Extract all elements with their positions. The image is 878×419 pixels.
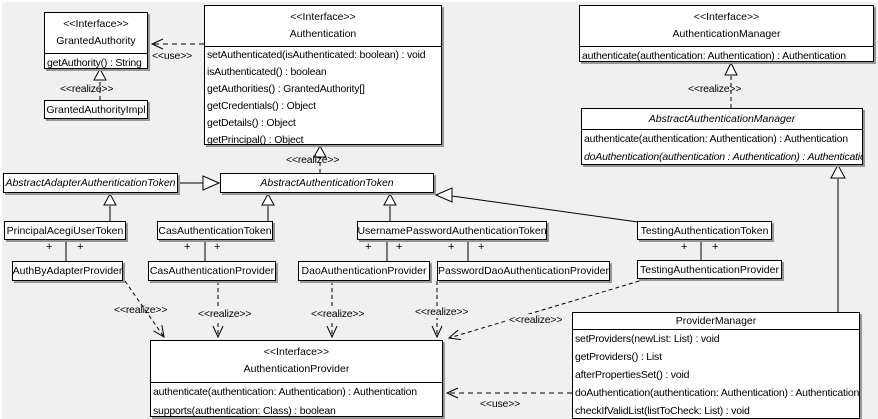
class-name: AuthenticationProvider	[243, 363, 350, 375]
association-end-mark: +	[184, 241, 191, 253]
class-auth-by-adapter-provider[interactable]: AuthByAdapterProvider	[12, 261, 123, 281]
class-granted-authority-impl[interactable]: GrantedAuthorityImpl	[44, 100, 148, 119]
realize-edge-authbyadapterprovider	[124, 280, 165, 338]
class-testing-authentication-token[interactable]: TestingAuthenticationToken	[637, 221, 772, 240]
generalization-abstractadapterauthenticationtoken	[178, 175, 221, 191]
method-label: doAuthentication(authentication : Authen…	[584, 151, 862, 163]
method-label: setAuthenticated(isAuthenticated: boolea…	[207, 49, 426, 61]
association-end-mark: +	[365, 241, 372, 253]
method-label: getPrincipal() : Object	[207, 134, 304, 146]
class-testing-authentication-provider[interactable]: TestingAuthenticationProvider	[637, 260, 782, 279]
class-authentication-manager[interactable]: <<Interface>> AuthenticationManager auth…	[579, 5, 874, 62]
class-username-password-authentication-token[interactable]: UsernamePasswordAuthenticationToken	[357, 221, 547, 240]
class-principal-acegi-user-token[interactable]: PrincipalAcegiUserToken	[4, 221, 126, 240]
class-password-dao-authentication-provider[interactable]: PasswordDaoAuthenticationProvider	[437, 261, 610, 281]
class-name: TestingAuthenticationProvider	[640, 263, 779, 276]
frame-highlight-left	[0, 0, 2, 419]
realize-label: <<realize>>	[508, 314, 564, 326]
class-name: GrantedAuthorityImpl	[46, 103, 146, 116]
method-label: getAuthority() : String	[47, 57, 142, 69]
association-end-mark: +	[396, 241, 403, 253]
class-name: Authentication	[289, 28, 357, 40]
class-authentication[interactable]: <<Interface>> Authentication setAuthenti…	[204, 5, 442, 146]
class-name: AuthByAdapterProvider	[12, 265, 123, 277]
class-name: GrantedAuthority	[56, 35, 136, 47]
class-name: CasAuthenticationProvider	[149, 265, 275, 277]
class-abstract-authentication-manager[interactable]: AbstractAuthenticationManager authentica…	[581, 108, 863, 165]
class-provider-manager[interactable]: ProviderManager setProviders(newList: Li…	[572, 312, 860, 419]
generalization-testingauthenticationtoken	[434, 187, 639, 223]
association-end-mark: +	[448, 241, 455, 253]
use-label: <<use>>	[152, 50, 193, 62]
method-label: getProviders() : List	[575, 351, 662, 363]
class-name: AbstractAdapterAuthenticationToken	[5, 177, 176, 189]
method-label: afterPropertiesSet() : void	[575, 369, 690, 381]
frame-highlight-top	[0, 0, 878, 2]
method-label: getAuthorities() : GrantedAuthority[]	[207, 83, 365, 95]
method-label: supports(authentication: Class) : boolea…	[153, 405, 336, 417]
class-name: PrincipalAcegiUserToken	[6, 224, 124, 237]
stereotype-label: <<Interface>>	[290, 11, 356, 23]
class-abstract-authentication-token[interactable]: AbstractAuthenticationToken	[220, 173, 434, 193]
stereotype-label: <<Interface>>	[63, 18, 129, 30]
realize-edge-testingauthenticationprovider	[447, 278, 647, 341]
realize-label: <<realize>>	[60, 83, 114, 95]
method-label: authenticate(authentication: Authenticat…	[584, 133, 848, 145]
generalization-providermanager	[830, 163, 846, 312]
association-end-mark: +	[478, 241, 485, 253]
realize-edge-abstractauthenticationtoken	[313, 144, 327, 173]
stereotype-label: <<Interface>>	[693, 11, 760, 23]
class-cas-authentication-token[interactable]: CasAuthenticationToken	[157, 221, 273, 240]
method-label: getCredentials() : Object	[207, 100, 316, 112]
class-name: TestingAuthenticationToken	[640, 224, 769, 237]
class-dao-authentication-provider[interactable]: DaoAuthenticationProvider	[298, 261, 430, 281]
class-abstract-adapter-authentication-token[interactable]: AbstractAdapterAuthenticationToken	[3, 173, 178, 193]
class-name: AuthenticationManager	[672, 28, 781, 40]
class-name: AbstractAuthenticationToken	[260, 177, 394, 189]
association-end-mark: +	[681, 241, 688, 253]
association-end-mark: +	[712, 241, 719, 253]
generalization-usernamepasswordauthenticationtoken	[383, 192, 397, 221]
realize-label: <<realize>>	[688, 83, 742, 95]
method-label: authenticate(authentication: Authenticat…	[582, 50, 846, 62]
generalization-principalacegiusertoken	[103, 192, 117, 221]
realize-label: <<realize>>	[114, 304, 168, 316]
class-granted-authority[interactable]: <<Interface>> GrantedAuthority getAuthor…	[44, 12, 148, 69]
class-name: UsernamePasswordAuthenticationToken	[357, 224, 547, 237]
method-label: getDetails() : Object	[207, 117, 296, 129]
class-name: PasswordDaoAuthenticationProvider	[438, 265, 610, 277]
method-label: isAuthenticated() : boolean	[207, 66, 327, 78]
class-name: DaoAuthenticationProvider	[301, 265, 427, 277]
use-label: <<use>>	[480, 398, 521, 410]
method-label: setProviders(newList: List) : void	[575, 333, 720, 345]
method-label: checkIfValidList(listToCheck: List) : vo…	[575, 405, 750, 417]
association-end-mark: +	[46, 241, 53, 253]
stereotype-label: <<Interface>>	[263, 346, 330, 358]
class-cas-authentication-provider[interactable]: CasAuthenticationProvider	[148, 261, 276, 281]
realize-label: <<realize>>	[286, 154, 340, 166]
association-end-mark: +	[214, 241, 221, 253]
realize-label: <<realize>>	[197, 308, 253, 320]
realize-label: <<realize>>	[414, 306, 470, 318]
class-name: CasAuthenticationToken	[158, 224, 272, 237]
class-name: AbstractAuthenticationManager	[648, 113, 796, 125]
class-name: ProviderManager	[675, 315, 757, 327]
association-end-mark: +	[77, 241, 84, 253]
method-label: authenticate(authentication: Authenticat…	[153, 386, 417, 398]
generalization-casauthenticationtoken	[261, 192, 275, 221]
method-label: doAuthentication(authentication: Authent…	[575, 387, 859, 399]
class-authentication-provider[interactable]: <<Interface>> AuthenticationProvider aut…	[150, 340, 443, 417]
realize-edge-abstractauthenticationmanager	[724, 61, 738, 108]
realize-label: <<realize>>	[310, 308, 366, 320]
realize-edge-grantedauthorityimpl	[93, 67, 107, 100]
